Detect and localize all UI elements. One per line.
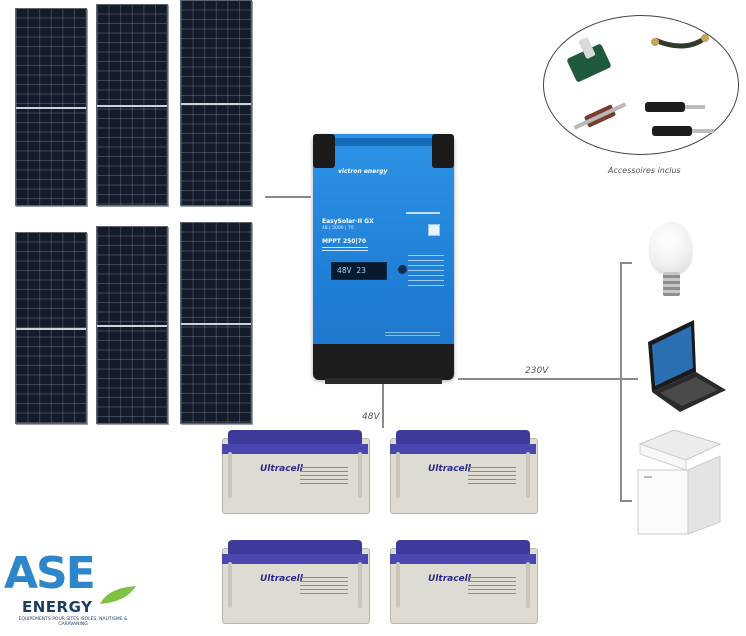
dc-voltage-label: 48V: [362, 412, 380, 422]
battery-brand: Ultracell: [428, 574, 471, 584]
battery-brand: Ultracell: [260, 464, 303, 474]
fuse-holder-icon: [567, 37, 611, 82]
battery-brand: Ultracell: [428, 464, 471, 474]
fuse-icon: [573, 102, 627, 130]
cable-icon: [651, 34, 709, 49]
solar-panel: [15, 8, 87, 206]
ac-wire: [458, 378, 620, 380]
ac-bus: [620, 262, 622, 502]
laptop-icon: [648, 320, 726, 412]
ac-branch-bulb: [620, 262, 632, 264]
inverter-model-sub: 48 | 5000 | 70: [322, 226, 354, 231]
battery-brand: Ultracell: [260, 574, 303, 584]
battery-wire: [382, 382, 384, 428]
accessories-oval: [543, 15, 739, 155]
inverter-display: 48V 23: [331, 262, 387, 280]
solar-panel: [180, 222, 252, 424]
inverter-brand: victron energy: [338, 168, 388, 175]
ac-voltage-label: 230V: [525, 366, 549, 376]
battery: Ultracell: [390, 430, 538, 514]
solar-panel: [15, 232, 87, 424]
inverter-display-text: 48V 23: [337, 266, 366, 275]
battery: Ultracell: [222, 430, 370, 514]
qr-code-icon: [428, 224, 440, 236]
leaf-icon: [100, 586, 136, 604]
accessories-icon: [567, 34, 714, 136]
logo-ase-text: ASE: [4, 548, 96, 599]
pv-wire: [265, 196, 311, 198]
battery: Ultracell: [390, 540, 538, 624]
logo-energy-text: ENERGY: [22, 598, 93, 616]
inverter-mppt: MPPT 250|70: [322, 238, 367, 245]
inverter-model: EasySolar-II GX: [322, 218, 374, 225]
solar-panel: [96, 4, 168, 206]
logo-tagline: ÉQUIPEMENTS POUR SITES ISOLÉS, NAUTISME …: [18, 617, 128, 627]
power-knob-icon: [398, 265, 407, 274]
freezer-icon: [637, 430, 722, 535]
battery: Ultracell: [222, 540, 370, 624]
solar-panel: [96, 226, 168, 424]
accessories-label: Accessoires inclus: [608, 166, 681, 175]
ac-branch-freezer: [620, 500, 632, 502]
ac-branch-laptop: [620, 378, 638, 380]
solar-panel: [180, 0, 252, 206]
mc4-connector-icon: [645, 102, 714, 136]
